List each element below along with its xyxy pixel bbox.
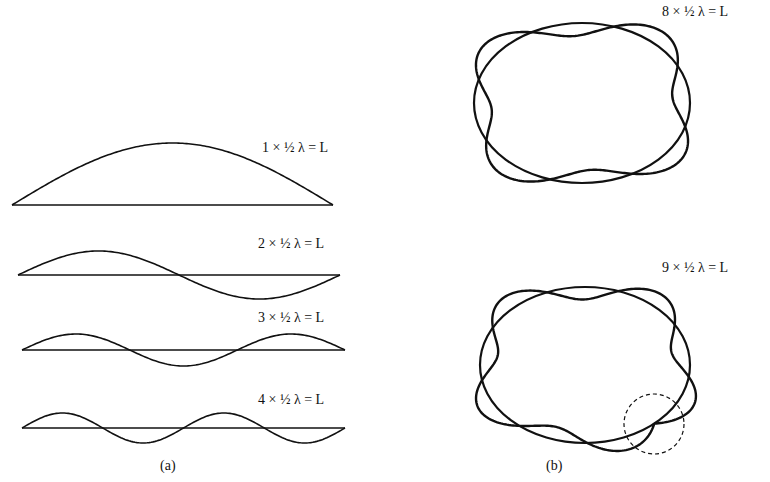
mode-label: 1 × ½ λ = L [262,140,328,156]
panel-label: (a) [160,458,176,474]
orbit-ellipse [480,287,690,443]
panel-label: (b) [546,458,562,474]
standing-wave [18,251,340,299]
mode-label: 4 × ½ λ = L [258,392,324,408]
orbit-wave [476,24,688,181]
string-baseline [12,204,333,206]
standing-wave [22,334,345,366]
mode-label: 9 × ½ λ = L [662,260,728,276]
mismatch-marker [624,394,684,454]
string-baseline [22,349,345,351]
mode-label: 3 × ½ λ = L [258,310,324,326]
standing-wave [22,413,345,443]
mode-label: 8 × ½ λ = L [662,4,728,20]
mode-label: 2 × ½ λ = L [258,236,324,252]
orbit-ellipse [474,23,690,183]
orbit-wave [476,289,696,451]
